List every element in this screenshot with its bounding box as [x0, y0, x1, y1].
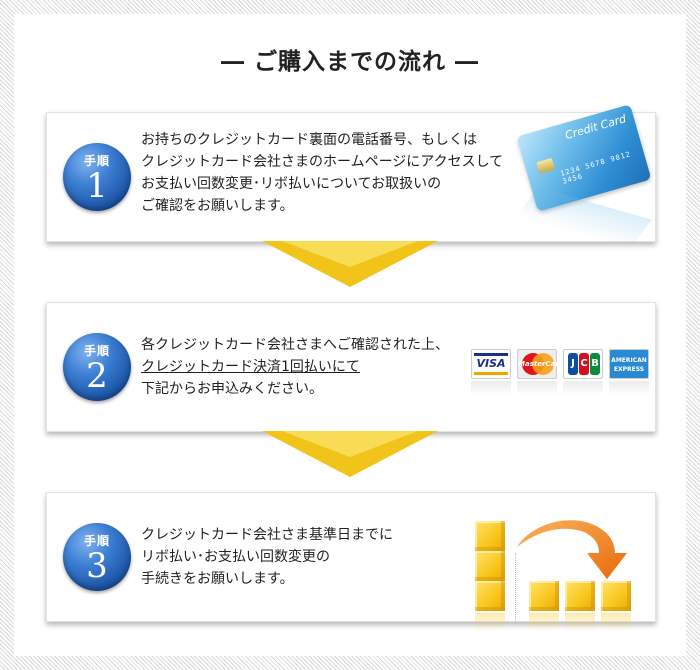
curved-arrow-icon: [517, 520, 627, 579]
step-1-line-3: お支払い回数変更･リボ払いについてお取扱いの: [141, 176, 442, 192]
jcb-letter-c: C: [579, 353, 589, 375]
divider-line: [515, 553, 516, 623]
box-reflection: [601, 613, 631, 631]
boxes-split-image: [467, 513, 643, 643]
step-badge-number: 3: [86, 546, 108, 586]
step-1-panel: 手順 1 お持ちのクレジットカード裏面の電話番号、もしくは クレジットカード会社…: [46, 104, 656, 249]
step-1-badge: 手順 1: [63, 143, 131, 211]
mastercard-orange-circle: [532, 353, 554, 375]
split-box-icon: [601, 581, 631, 611]
step-3-badge: 手順 3: [63, 523, 131, 591]
card-brand-text: Credit Card: [563, 112, 628, 143]
step-2-line-3: 下記からお申込みください。: [141, 381, 323, 397]
step-2-line-2: クレジットカード決済1回払いにて: [141, 359, 360, 375]
step-3-line-2: リボ払い･お支払い回数変更の: [141, 549, 330, 565]
step-3-line-3: 手続きをお願いします。: [141, 571, 294, 587]
stacked-box-icon: [475, 521, 505, 551]
step-badge-number: 2: [86, 356, 108, 396]
step-2-line-1: 各クレジットカード会社さまへご確認された上、: [141, 337, 449, 353]
stacked-box-icon: [475, 551, 505, 581]
card-brand-logos: VISA MasterCard J C B AMERICAN EXPRESS: [471, 349, 649, 419]
amex-text-2: EXPRESS: [613, 366, 645, 373]
jcb-letter-b: B: [590, 353, 600, 375]
down-arrow-1-highlight: [282, 241, 418, 267]
credit-card-image: Credit Card 1234 5678 9812 3456: [511, 101, 661, 249]
step-2-badge: 手順 2: [63, 333, 131, 401]
logo-reflection: [517, 381, 557, 395]
mastercard-text: MasterCard: [518, 360, 564, 368]
step-3-line-1: クレジットカード会社さま基準日までに: [141, 527, 393, 543]
step-badge-number: 1: [86, 166, 108, 206]
mastercard-logo: MasterCard: [517, 349, 564, 379]
down-arrow-2-highlight: [282, 431, 418, 457]
box-reflection: [565, 613, 595, 631]
amex-text-1: AMERICAN: [611, 357, 647, 364]
split-box-icon: [565, 581, 595, 611]
split-box-icon: [529, 581, 559, 611]
box-reflection: [529, 613, 559, 631]
logo-reflection: [609, 381, 649, 395]
step-2-text: 各クレジットカード会社さまへご確認された上、 クレジットカード決済1回払いにて …: [141, 303, 449, 431]
step-1-line-4: ご確認をお願いします。: [141, 198, 294, 214]
card-number-text: 1234 5678 9812 3456: [559, 150, 632, 186]
page-title: ― ご購入までの流れ ―: [220, 49, 479, 75]
step-1-line-2: クレジットカード会社さまのホームページにアクセスして: [141, 154, 504, 170]
step-2-panel: 手順 2 各クレジットカード会社さまへご確認された上、 クレジットカード決済1回…: [46, 302, 656, 432]
stacked-box-icon: [475, 581, 505, 611]
step-1-line-1: お持ちのクレジットカード裏面の電話番号、もしくは: [141, 132, 477, 148]
amex-logo: AMERICAN EXPRESS: [609, 349, 649, 379]
logo-reflection: [471, 381, 511, 395]
step-badge-label: 手順: [83, 344, 110, 358]
step-badge-label: 手順: [83, 154, 110, 168]
visa-logo: VISA: [471, 349, 511, 379]
step-3-text: クレジットカード会社さま基準日までに リボ払い･お支払い回数変更の 手続きをお願…: [141, 493, 393, 621]
step-1-text: お持ちのクレジットカード裏面の電話番号、もしくは クレジットカード会社さまのホー…: [141, 109, 503, 237]
box-reflection: [475, 613, 505, 631]
jcb-letter-j: J: [568, 353, 578, 375]
card-chip-icon: [536, 157, 556, 174]
step-3-panel: 手順 3 クレジットカード会社さま基準日までに リボ払い･お支払い回数変更の 手…: [46, 492, 656, 631]
step-badge-label: 手順: [83, 534, 110, 548]
logo-reflection: [563, 381, 603, 395]
jcb-logo: J C B: [563, 349, 603, 379]
